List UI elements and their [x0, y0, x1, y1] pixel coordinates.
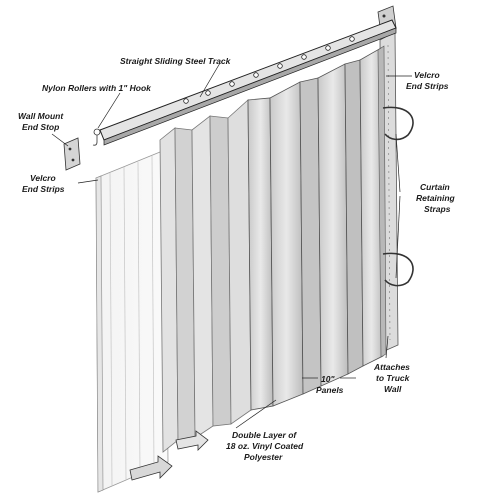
label-retaining-line3: Straps [424, 204, 451, 214]
leader-lines [51, 62, 412, 429]
label-velcro-right-line2: End Strips [406, 81, 449, 91]
label-wall-mount-line2: End Stop [22, 122, 59, 132]
label-velcro-left-line1: Velcro [30, 173, 56, 183]
label-velcro-left-line2: End Strips [22, 184, 65, 194]
curtain-extended-outline [95, 149, 169, 493]
roller-hooks [183, 36, 355, 104]
label-retaining-line2: Retaining [416, 193, 456, 203]
label-velcro-right-line1: Velcro [414, 70, 440, 80]
labels: Straight Sliding Steel Track Nylon Rolle… [18, 56, 456, 462]
label-double-line3: Polyester [244, 452, 283, 462]
steel-track [99, 19, 397, 146]
label-retaining-line1: Curtain [420, 182, 450, 192]
label-attaches-line2: to Truck [376, 373, 411, 383]
nylon-roller-icon [92, 128, 101, 146]
label-double-line1: Double Layer of [232, 430, 297, 440]
push-arrows [129, 430, 209, 481]
label-panels-line2: Panels [316, 385, 344, 395]
left-wall-mount-icon [63, 137, 81, 171]
label-attaches-line1: Attaches [373, 362, 410, 372]
label-track: Straight Sliding Steel Track [120, 56, 232, 66]
curtain-folded-panels [159, 99, 252, 453]
label-double-line2: 18 oz. Vinyl Coated [226, 441, 304, 451]
curtain-main-panels [247, 45, 387, 411]
label-rollers: Nylon Rollers with 1" Hook [42, 83, 152, 93]
label-panels-line1: 10" [321, 374, 335, 384]
label-attaches-line3: Wall [384, 384, 402, 394]
label-wall-mount-line1: Wall Mount [18, 111, 64, 121]
retaining-straps [382, 106, 414, 287]
